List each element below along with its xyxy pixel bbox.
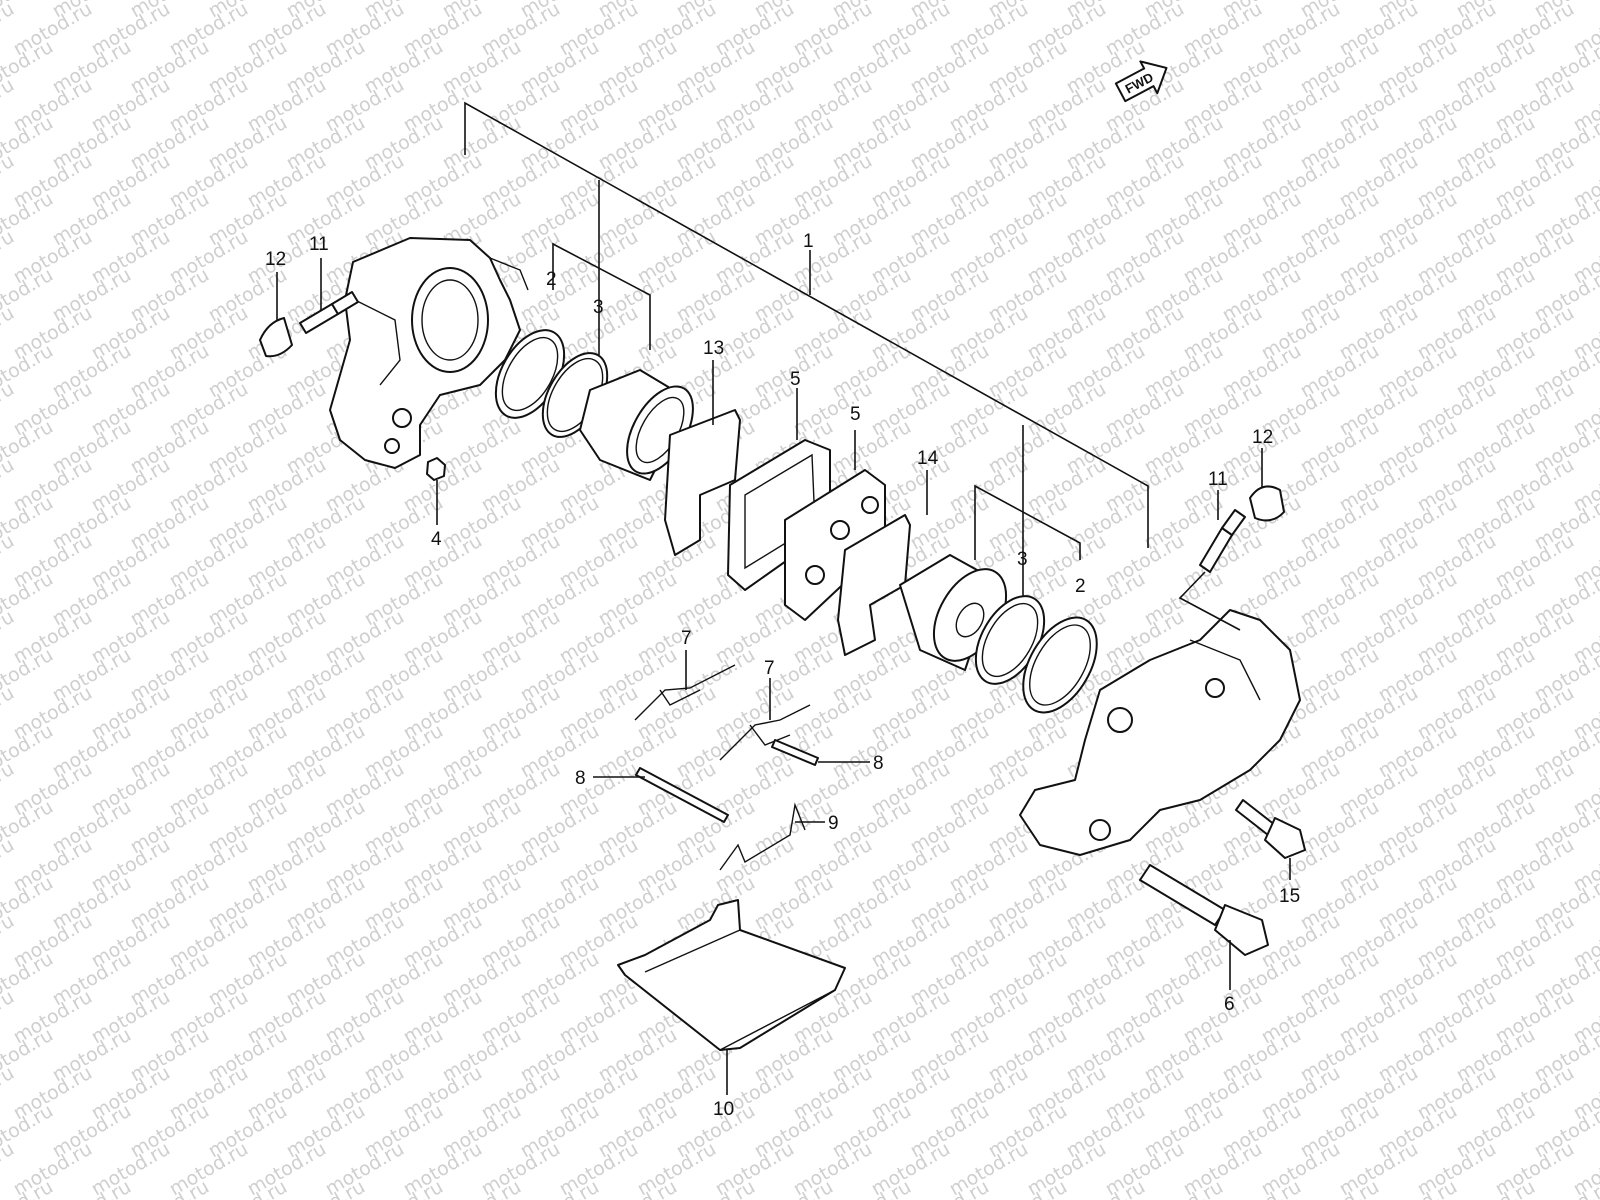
callout-2: 2 bbox=[546, 269, 557, 290]
callout-1: 1 bbox=[803, 231, 814, 252]
spring-clip-7b bbox=[719, 704, 811, 761]
sub-bracket-right bbox=[974, 425, 1081, 598]
brake-pad-5b bbox=[784, 469, 886, 621]
pad-shim-14 bbox=[837, 514, 911, 656]
cover-part-10 bbox=[617, 899, 846, 1051]
seal-ring-right-3 bbox=[974, 595, 1046, 685]
bleeder-cap-left bbox=[259, 317, 293, 358]
spring-clip-7a bbox=[634, 664, 736, 721]
callout-8: 8 bbox=[575, 768, 586, 789]
callout-8: 8 bbox=[873, 753, 884, 774]
pin-part-8a bbox=[635, 767, 729, 823]
right-caliper-body bbox=[1019, 609, 1301, 856]
pad-shim-13 bbox=[664, 409, 741, 556]
spring-part-9 bbox=[719, 802, 806, 871]
callout-7: 7 bbox=[764, 658, 775, 679]
callout-12: 12 bbox=[265, 249, 286, 270]
bleeder-cap-right bbox=[1249, 485, 1285, 522]
callout-2: 2 bbox=[1075, 576, 1086, 597]
seal-ring-right-2 bbox=[1022, 616, 1098, 714]
callout-6: 6 bbox=[1224, 994, 1235, 1015]
nut-part-4 bbox=[426, 457, 446, 481]
assembly-bracket bbox=[464, 101, 1149, 548]
callout-5: 5 bbox=[850, 404, 861, 425]
pin-part-8b bbox=[771, 739, 819, 766]
callout-5: 5 bbox=[790, 369, 801, 390]
callout-15: 15 bbox=[1279, 886, 1300, 907]
callout-4: 4 bbox=[431, 529, 442, 550]
callout-11: 11 bbox=[309, 234, 329, 255]
callout-labels: 1 2 3 3 2 4 5 5 6 7 7 8 8 9 10 11 11 12 … bbox=[265, 231, 1300, 1120]
sub-bracket-left bbox=[552, 180, 651, 355]
bleeder-valve-left bbox=[299, 291, 359, 334]
bolt-part-15 bbox=[1235, 799, 1306, 859]
callout-14: 14 bbox=[917, 448, 939, 469]
callout-12: 12 bbox=[1252, 427, 1273, 448]
bolt-part-6 bbox=[1139, 864, 1269, 956]
callout-10: 10 bbox=[713, 1099, 734, 1120]
callout-3: 3 bbox=[593, 297, 604, 318]
bleeder-valve-right bbox=[1199, 509, 1246, 573]
callout-13: 13 bbox=[703, 338, 724, 359]
callout-11: 11 bbox=[1208, 469, 1228, 490]
callout-7: 7 bbox=[681, 628, 692, 649]
callout-9: 9 bbox=[828, 813, 839, 834]
callout-3: 3 bbox=[1017, 549, 1028, 570]
leader-lines bbox=[276, 258, 1291, 1095]
left-caliper-body bbox=[329, 237, 529, 469]
